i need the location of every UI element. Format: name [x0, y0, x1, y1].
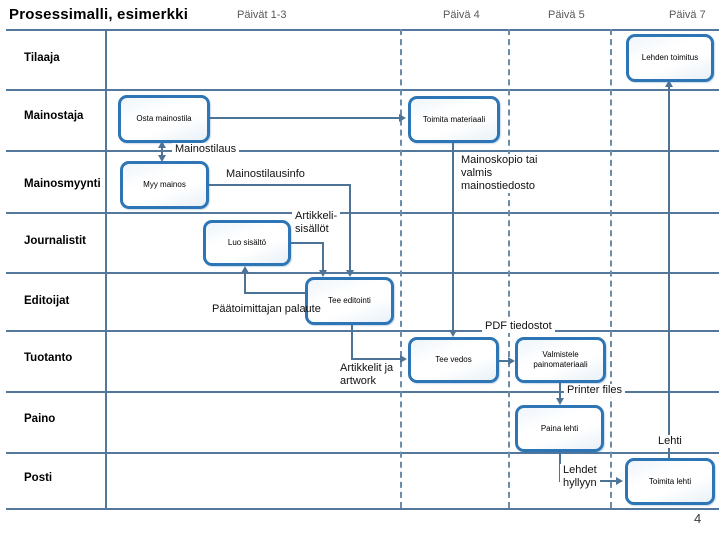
connector-palaute-v [244, 272, 246, 294]
lane-label-separator [105, 29, 107, 510]
connector-mainostilaus [161, 148, 163, 156]
day-header-3: Päivä 5 [548, 9, 585, 21]
arrowhead-right-icon [616, 477, 623, 485]
connector-mainoskopio [452, 142, 454, 330]
arrowhead-down-icon [449, 330, 457, 337]
connector-mainostilausinfo-h [208, 184, 351, 186]
lane-border-5 [6, 330, 719, 332]
page-title: Prosessimalli, esimerkki [9, 6, 189, 23]
arrowhead-up-icon [158, 141, 166, 148]
arrowhead-right-icon [400, 355, 407, 363]
lane-border-bottom [6, 508, 719, 510]
task-lehden-toimitus: Lehden toimitus [626, 34, 714, 82]
connector-palaute-h [244, 292, 306, 294]
arrowhead-up-icon [241, 266, 249, 273]
lane-label-journalistit: Journalistit [24, 235, 86, 247]
task-tee-editointi: Tee editointi [305, 277, 394, 325]
task-paina-lehti: Paina lehti [515, 405, 604, 452]
arrowhead-down-icon [556, 398, 564, 405]
lane-border-4 [6, 272, 719, 274]
task-osta-mainostila: Osta mainostila [118, 95, 210, 143]
connector-mainostilausinfo-v [349, 184, 351, 271]
flow-label-mainostilaus: Mainostilaus [172, 143, 240, 156]
flow-label-artikkelisisallot: Artikkeli- sisällöt [292, 210, 341, 236]
task-toimita-materiaali: Toimita materiaali [408, 96, 500, 143]
day-separator-2 [508, 29, 510, 508]
flow-label-artikkelit-ja-artwork: Artikkelit ja artwork [337, 362, 397, 388]
lane-label-paino: Paino [24, 413, 56, 425]
connector-printer-files [559, 383, 561, 400]
flow-label-printer-files: Printer files [564, 384, 626, 397]
lane-border-2 [6, 150, 719, 152]
page-number: 4 [694, 511, 702, 526]
lane-border-3 [6, 212, 719, 214]
flow-label-mainostilausinfo: Mainostilausinfo [226, 168, 305, 180]
task-tee-vedos: Tee vedos [408, 337, 499, 383]
lane-border-1 [6, 89, 719, 91]
lane-border-top [6, 29, 719, 31]
flow-label-pdf-tiedostot: PDF tiedostot [482, 320, 555, 333]
task-valmistele-painomateriaali: Valmistele painomateriaali [515, 337, 606, 383]
lane-label-tuotanto: Tuotanto [24, 352, 73, 364]
connector-vedos-to-valmistele [498, 360, 510, 362]
flow-label-lehdet-hyllyyn: Lehdet hyllyyn [560, 464, 600, 490]
connector-artwork-v [351, 325, 353, 360]
lane-label-tilaaja: Tilaaja [24, 52, 60, 64]
lane-border-7 [6, 452, 719, 454]
connector-artwork-h [351, 358, 401, 360]
arrowhead-down-icon [346, 270, 354, 277]
day-separator-3 [610, 29, 612, 508]
flow-label-mainoskopio: Mainoskopio tai valmis mainostiedosto [458, 154, 541, 193]
arrowhead-right-icon [508, 357, 515, 365]
arrowhead-up-icon [665, 80, 673, 87]
day-header-2: Päivä 4 [443, 9, 480, 21]
day-separator-1 [400, 29, 402, 508]
arrowhead-down-icon [319, 270, 327, 277]
lane-label-mainosmyynti: Mainosmyynti [24, 178, 101, 190]
connector-artikkelisisallot-v [322, 242, 324, 271]
task-luo-sisalto: Luo sisältö [203, 220, 291, 266]
lane-label-posti: Posti [24, 472, 53, 484]
lane-label-mainostaja: Mainostaja [24, 110, 84, 122]
flow-label-lehti: Lehti [655, 435, 685, 448]
task-myy-mainos: Myy mainos [120, 161, 209, 209]
day-header-4: Päivä 7 [669, 9, 706, 21]
lane-border-6 [6, 391, 719, 393]
lane-label-editoijat: Editoijat [24, 295, 70, 307]
arrowhead-right-icon [399, 114, 406, 122]
connector-lehti [668, 87, 670, 458]
connector-artikkelisisallot-h [291, 242, 324, 244]
day-header-1: Päivät 1-3 [237, 9, 287, 21]
task-toimita-lehti: Toimita lehti [625, 458, 715, 505]
connector-osta-to-toimita [210, 117, 400, 119]
arrowhead-down-icon [158, 155, 166, 162]
flow-label-paatoimittajan-palaute: Päätoimittajan palaute [212, 303, 321, 315]
